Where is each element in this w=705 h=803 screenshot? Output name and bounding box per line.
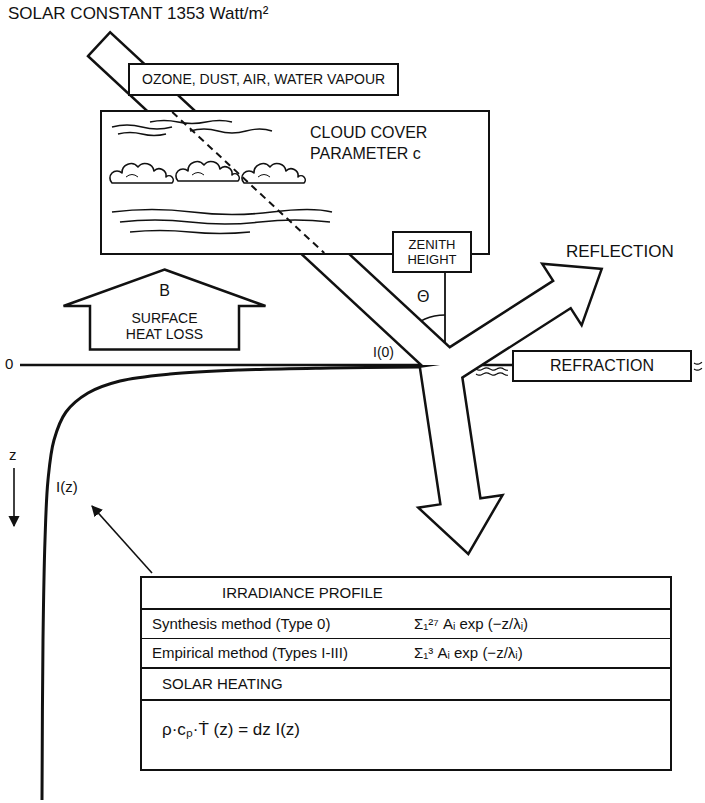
box-text: CLOUD COVER PARAMETER c	[310, 122, 470, 164]
table-cell-text: IRRADIANCE PROFILE	[222, 584, 660, 602]
label-holder: I(0)	[372, 344, 395, 360]
cirrus-cloud	[150, 121, 232, 124]
cumulus-detail	[192, 173, 204, 176]
table-cell-text: Σ₁³ Aᵢ exp (−z/λᵢ)	[414, 644, 660, 662]
table-cell-text: Σ₁²⁷ Aᵢ exp (−z/λᵢ)	[414, 615, 660, 633]
box-text: SURFACE HEAT LOSS	[117, 310, 212, 342]
table-row: Empirical method (Types I-III)Σ₁³ Aᵢ exp…	[142, 639, 670, 669]
label-holder: Θ	[417, 288, 429, 306]
beam-through-clouds	[172, 112, 324, 253]
water-wave	[476, 373, 508, 376]
label-holder: 0	[5, 355, 13, 372]
water-wave	[694, 368, 702, 370]
cirrus-cloud	[118, 133, 166, 136]
cirrus-cloud	[190, 129, 272, 133]
reflection-label: REFLECTION	[566, 242, 674, 262]
atmosphere-box: OZONE, DUST, AIR, WATER VAPOUR	[128, 63, 399, 96]
refracted-beam-outline	[421, 362, 500, 552]
cumulus-detail	[126, 175, 138, 178]
depth-axis-arrow	[13, 468, 15, 526]
label-holder: REFLECTION	[566, 242, 674, 262]
table-cell-text: ρ·cₚ·Ṫ (z) = dz I(z)	[162, 721, 650, 739]
stratus-cloud	[130, 231, 250, 234]
table-row: ρ·cₚ·Ṫ (z) = dz I(z)	[142, 701, 670, 769]
box-text: OZONE, DUST, AIR, WATER VAPOUR	[142, 71, 385, 88]
cumulus-detail	[258, 175, 270, 178]
irradiance-curve-label: I(z)	[56, 478, 78, 495]
table-cell-text: Synthesis method (Type 0)	[152, 615, 414, 633]
depth-zero-label: 0	[5, 355, 13, 372]
table-row: IRRADIANCE PROFILE	[142, 578, 670, 610]
irradiance-table: IRRADIANCE PROFILE Synthesis method (Type…	[140, 576, 672, 771]
heat-loss-arrow: B SURFACE HEAT LOSS	[62, 268, 267, 351]
box-text: REFRACTION	[526, 357, 678, 375]
cumulus-cloud	[110, 163, 173, 183]
heat-loss-arrow-shape	[64, 270, 266, 350]
angle-symbol: Θ	[417, 288, 429, 306]
refracted-beam	[421, 362, 500, 552]
depth-axis-label: z	[9, 446, 17, 463]
label-holder: z	[9, 446, 17, 463]
leader-arrow	[92, 506, 152, 573]
table-row: SOLAR HEATING	[142, 669, 670, 701]
surface-irradiance-label: I(0)	[372, 344, 395, 360]
clouds	[110, 121, 332, 234]
table-cell-text: Empirical method (Types I-III)	[152, 644, 414, 662]
stratus-cloud	[112, 210, 332, 215]
cumulus-cloud	[242, 163, 305, 183]
zenith-box: ZENITH HEIGHT	[392, 231, 472, 273]
refraction-box: REFRACTION	[512, 350, 692, 382]
box-text: ZENITH HEIGHT	[397, 237, 467, 267]
cirrus-cloud	[112, 125, 172, 129]
solar-constant-label: SOLAR CONSTANT 1353 Watt/m²	[8, 4, 268, 24]
table-row: Synthesis method (Type 0)Σ₁²⁷ Aᵢ exp (−z…	[142, 610, 670, 639]
table-cell-text: SOLAR HEATING	[162, 675, 650, 693]
label-holder: SOLAR CONSTANT 1353 Watt/m²	[8, 4, 268, 24]
water-wave	[694, 362, 702, 364]
box-text: B	[62, 282, 267, 300]
label-holder: I(z)	[56, 478, 78, 495]
stratus-cloud	[120, 220, 330, 224]
water-wave	[476, 368, 508, 371]
